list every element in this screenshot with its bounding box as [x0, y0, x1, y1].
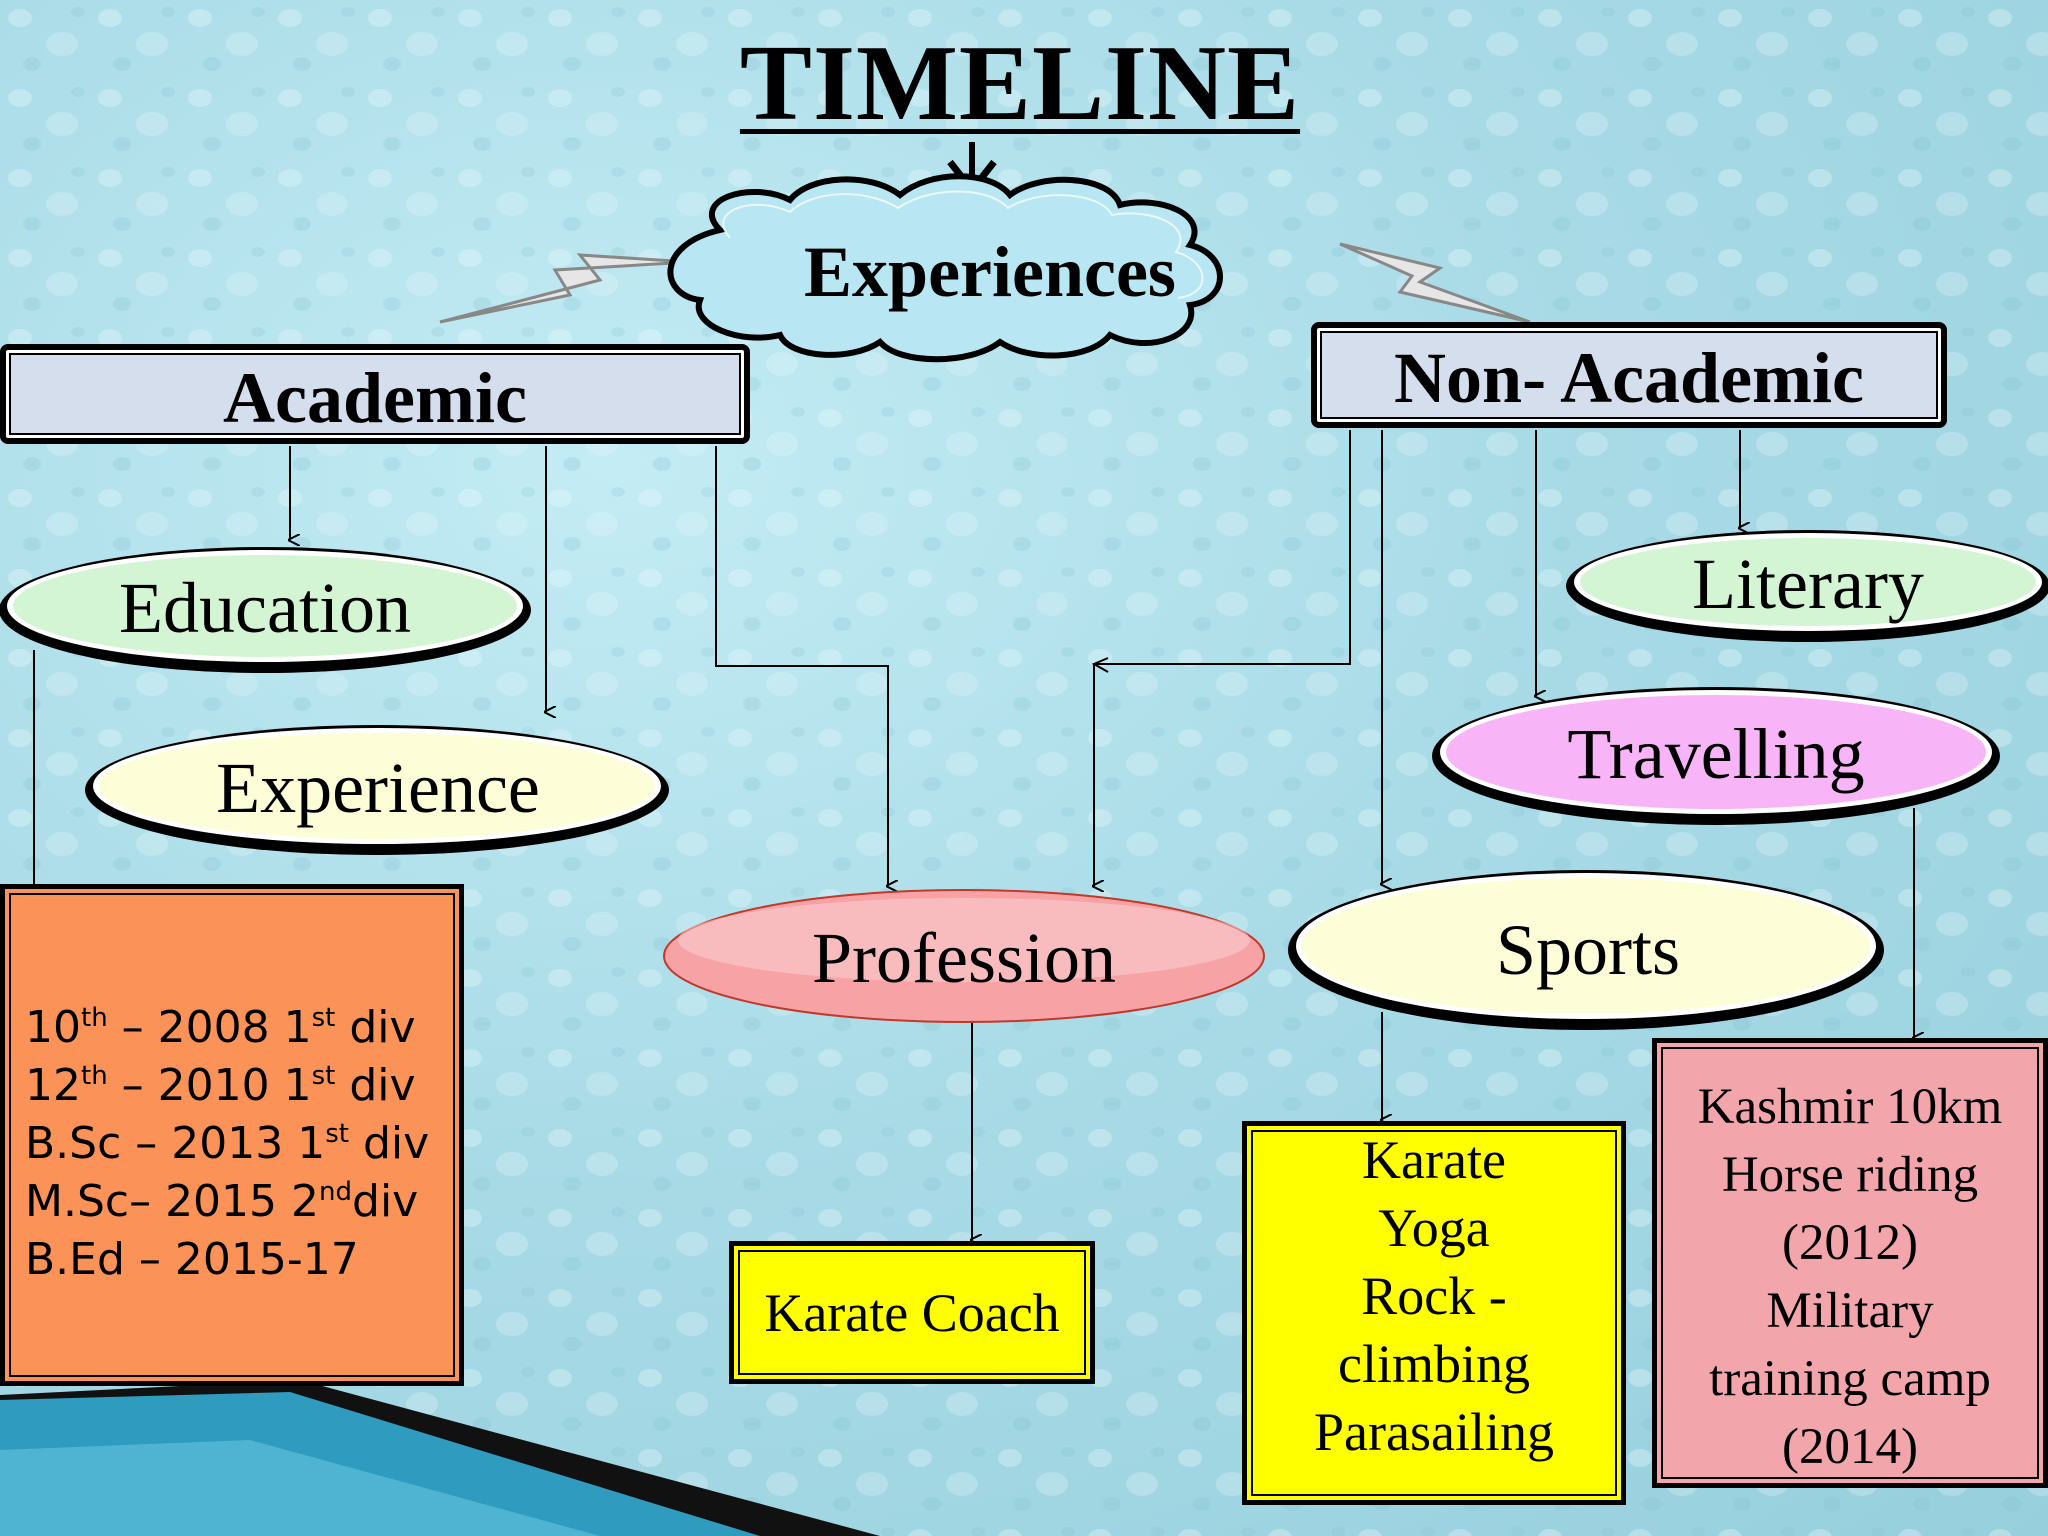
- travel-item: (2012): [1782, 1215, 1918, 1271]
- experience-label: Experience: [216, 748, 540, 828]
- travel-item: (2014): [1782, 1419, 1918, 1475]
- travel-activities-box: Kashmir 10km Horse riding (2012) Militar…: [1652, 1038, 2048, 1488]
- sports-item: Rock -: [1361, 1266, 1507, 1326]
- corner-swoosh-decoration: [0, 1380, 880, 1536]
- education-label: Education: [119, 568, 411, 648]
- education-row-1: 12th – 2010 1st div: [25, 1060, 416, 1111]
- sports-label: Sports: [1495, 910, 1681, 990]
- sports-ellipse: [1288, 870, 1884, 1030]
- travel-item: Military: [1766, 1283, 1934, 1339]
- travel-item: Kashmir 10km: [1697, 1079, 2003, 1135]
- literary-label: Literary: [1692, 544, 1924, 624]
- lightning-bolt-right: [1339, 242, 1531, 324]
- travelling-label: Travelling: [1567, 714, 1865, 794]
- education-row-0: 10th – 2008 1st div: [25, 1002, 416, 1053]
- experience-ellipse: [85, 725, 669, 855]
- non-academic-box: [1311, 322, 1947, 428]
- sports-activities-box: Karate Yoga Rock - climbing Parasailing: [1242, 1121, 1626, 1505]
- academic-box: [0, 344, 750, 444]
- karate-coach-label: Karate Coach: [764, 1282, 1060, 1343]
- sports-item: climbing: [1338, 1334, 1530, 1394]
- sports-item: Parasailing: [1314, 1402, 1554, 1462]
- travelling-ellipse: [1432, 687, 2000, 825]
- travel-item: training camp: [1709, 1351, 1991, 1407]
- root-node-label: Experiences: [804, 232, 1176, 312]
- lightning-bolt-left: [439, 253, 691, 324]
- page-title: TIMELINE: [739, 24, 1301, 143]
- profession-ellipse: [663, 889, 1265, 1023]
- education-ellipse: [0, 547, 531, 673]
- sports-item: Yoga: [1378, 1198, 1490, 1258]
- education-row-2: B.Sc – 2013 1st div: [25, 1118, 430, 1169]
- education-list-box: 10th – 2008 1st div 12th – 2010 1st div …: [0, 884, 464, 1386]
- experiences-cloud: [667, 173, 1223, 363]
- literary-ellipse: [1566, 530, 2048, 642]
- karate-coach-box: Karate Coach: [729, 1241, 1095, 1384]
- profession-label: Profession: [812, 918, 1116, 998]
- travel-item: Horse riding: [1721, 1147, 1979, 1203]
- education-row-4: B.Ed – 2015-17: [25, 1234, 359, 1285]
- academic-label: Academic: [223, 358, 527, 438]
- connectors: [33, 430, 1914, 1240]
- non-academic-label: Non- Academic: [1394, 338, 1864, 418]
- education-row-3: M.Sc– 2015 2nddiv: [25, 1176, 419, 1227]
- sports-item: Karate: [1362, 1130, 1506, 1190]
